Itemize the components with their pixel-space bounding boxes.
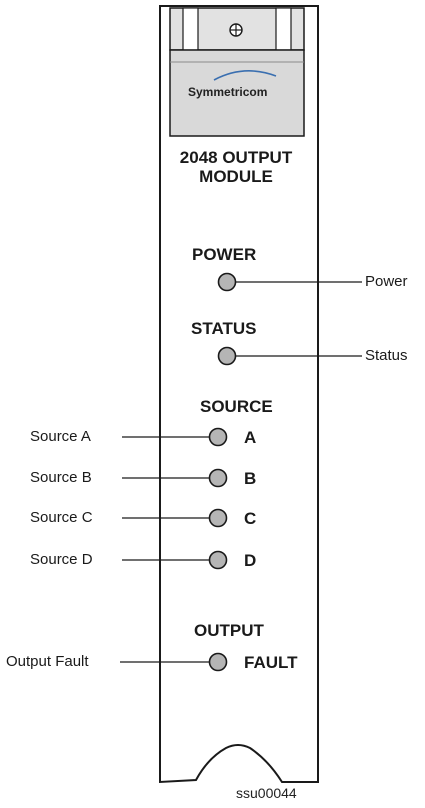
fault-label: FAULT — [244, 653, 298, 672]
source-a-letter: A — [244, 428, 257, 447]
module-title-line2: MODULE — [199, 167, 273, 186]
source-c-led — [208, 508, 228, 528]
output-heading: OUTPUT — [194, 621, 264, 640]
panel-outline — [159, 5, 319, 784]
callout-power: Power — [365, 273, 408, 290]
callout-source-d: Source D — [30, 551, 93, 568]
source-c-letter: C — [244, 509, 257, 528]
power-led — [217, 272, 237, 292]
status-led — [217, 346, 237, 366]
module-title-line1: 2048 OUTPUT — [179, 148, 293, 167]
callout-output-fault: Output Fault — [6, 653, 89, 670]
source-d-led — [208, 550, 228, 570]
brand-logo: Symmetricom — [188, 85, 268, 99]
source-b-letter: B — [244, 469, 257, 488]
callout-status: Status — [365, 347, 408, 364]
output-fault-led — [208, 652, 228, 672]
source-b-led — [208, 468, 228, 488]
source-d-letter: D — [244, 551, 257, 570]
callout-source-b: Source B — [30, 469, 92, 486]
status-heading: STATUS — [191, 319, 257, 338]
callout-leader-lines — [120, 281, 362, 663]
callout-source-a: Source A — [30, 428, 91, 445]
screw-icon — [229, 23, 243, 37]
ejector-handle — [169, 7, 305, 137]
source-heading: SOURCE — [200, 397, 273, 416]
figure-id: ssu00044 — [236, 785, 297, 801]
power-heading: POWER — [192, 245, 257, 264]
callout-source-c: Source C — [30, 509, 93, 526]
source-a-led — [208, 427, 228, 447]
brand-swoosh-icon — [213, 70, 277, 81]
led-indicators — [208, 272, 237, 672]
